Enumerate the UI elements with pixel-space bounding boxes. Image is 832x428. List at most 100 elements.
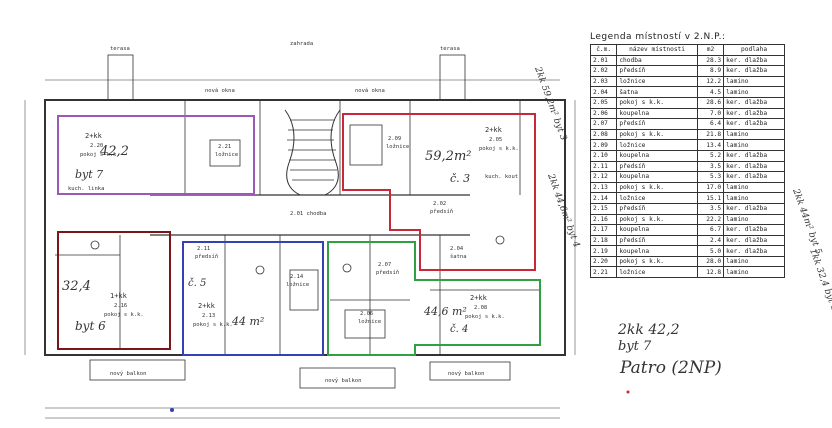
room-204-desc: šatna — [450, 253, 467, 260]
legend-cell: 8.9 — [696, 65, 725, 77]
legend-cell: pokoj s k.k. — [616, 213, 698, 226]
room-213-num: 2.13 — [202, 313, 215, 319]
legend-cell: ker. dlažba — [723, 149, 785, 162]
legend-cell: 2.4 — [696, 234, 725, 247]
legend-cell: 28.3 — [696, 54, 725, 67]
legend-cell: koupelna — [616, 245, 698, 257]
note-rotated-left: 2kk 59,2m² byt 3 — [532, 65, 568, 143]
legend-cell: 7.0 — [696, 107, 725, 120]
nova-okna-left-label: nová okna — [205, 87, 235, 94]
legend-header-cm: č.m. — [589, 44, 618, 56]
legend-cell: 13.4 — [696, 139, 725, 151]
room-216-kk: 1+kk — [110, 292, 128, 300]
legend-cell: ker. dlažba — [723, 202, 785, 215]
legend-cell: 2.20 — [589, 255, 618, 268]
chodba-label: 2.01 chodba — [290, 211, 326, 217]
legend-cell: 2.12 — [589, 171, 618, 183]
room-205-num: 2.05 — [489, 137, 502, 143]
right-bay — [439, 54, 466, 101]
legend-cell: koupelna — [616, 171, 698, 183]
legend-cell: lamino — [723, 181, 785, 194]
note-rotated-right1: 2kk 44m² byt 5 — [790, 187, 823, 256]
legend-cell: 2.08 — [589, 128, 618, 141]
legend-cell: 17.0 — [696, 181, 725, 194]
balcony-left — [89, 359, 186, 381]
legend-cell: 2.02 — [589, 65, 618, 77]
balcony-mid-label: nový balkon — [325, 377, 361, 384]
legend-cell: lamino — [723, 192, 785, 204]
room-208-desc: pokoj s k.k. — [465, 314, 505, 320]
balcony-right-label: nový balkon — [448, 370, 484, 377]
legend-cell: 4.5 — [696, 86, 725, 98]
legend-header-row: č.m. název místnosti m2 podlaha — [589, 44, 785, 56]
kuch-linka-label: kuch. linka — [68, 186, 104, 192]
balcony-mid — [299, 367, 396, 389]
room-209-desc: ložnice — [386, 143, 409, 150]
note-bottom: Patro (2NP) — [620, 358, 722, 378]
legend-cell: 2.17 — [589, 224, 618, 236]
legend-cell: ker. dlažba — [723, 118, 785, 130]
room-216-num: 2.16 — [114, 303, 127, 309]
note-blue-area: 44 m² — [231, 315, 264, 328]
legend-cell: 2.15 — [589, 202, 618, 215]
legend-cell: 21.8 — [696, 128, 725, 141]
kuch-kout-label: kuch. kout — [485, 174, 518, 180]
room-220-desc: pokoj s k.k. — [80, 152, 120, 158]
legend-cell: 2.18 — [589, 234, 618, 247]
legend-cell: pokoj s k.k. — [616, 128, 698, 141]
room-213-desc: pokoj s k.k. — [193, 322, 233, 328]
legend-cell: lamino — [723, 139, 785, 151]
legend-cell: chodba — [616, 54, 698, 67]
legend-header-floor: podlaha — [723, 44, 785, 56]
legend-cell: 2.11 — [589, 160, 618, 173]
apartment-outline-purple — [57, 115, 255, 195]
apartment-outline-green — [327, 241, 541, 356]
room-220-kk: 2+kk — [85, 132, 103, 140]
legend-cell: ker. dlažba — [723, 171, 785, 183]
legend-cell: ker. dlažba — [723, 160, 785, 173]
nova-okna-right-label: nová okna — [355, 87, 385, 94]
legend-cell: ker. dlažba — [723, 54, 785, 67]
room-207-desc: předsíň — [376, 269, 399, 276]
legend-cell: 2.07 — [589, 118, 618, 130]
legend-cell: předsíň — [616, 234, 698, 247]
legend-cell: 22.2 — [696, 213, 725, 226]
legend-cell: ložnice — [616, 139, 698, 151]
legend-cell: předsíň — [616, 160, 698, 173]
legend-cell: pokoj s k.k. — [616, 96, 698, 109]
room-legend: Legenda místností v 2.N.P.: č.m. název m… — [589, 32, 785, 279]
legend-cell: lamino — [723, 266, 785, 279]
apartment-outline-red — [342, 113, 536, 271]
note-red-num: č. 3 — [450, 172, 470, 185]
legend-cell: 5.0 — [696, 245, 725, 257]
legend-cell: lamino — [723, 75, 785, 88]
legend-cell: 15.1 — [696, 192, 725, 204]
legend-cell: pokoj s k.k. — [616, 181, 698, 194]
balcony-left-label: nový balkon — [110, 370, 146, 377]
note-red-area: 59,2m² — [425, 149, 471, 164]
room-202-desc: předsíň — [430, 208, 453, 215]
legend-cell: koupelna — [616, 224, 698, 236]
room-214-num: 2.14 — [290, 274, 304, 280]
legend-cell: 2.10 — [589, 149, 618, 162]
legend-cell: 5.3 — [696, 171, 725, 183]
legend-cell: 6.7 — [696, 224, 725, 236]
legend-cell: 6.4 — [696, 118, 725, 130]
legend-cell: ker. dlažba — [723, 96, 785, 109]
legend-cell: 2.13 — [589, 181, 618, 194]
zahrada-label: zahrada — [290, 41, 313, 47]
legend-title: Legenda místností v 2.N.P.: — [590, 32, 726, 42]
legend-cell: 28.6 — [696, 96, 725, 109]
legend-cell: koupelna — [616, 107, 698, 120]
note-green-area: 44,6 m² — [423, 305, 467, 318]
room-221-num: 2.21 — [218, 144, 231, 150]
